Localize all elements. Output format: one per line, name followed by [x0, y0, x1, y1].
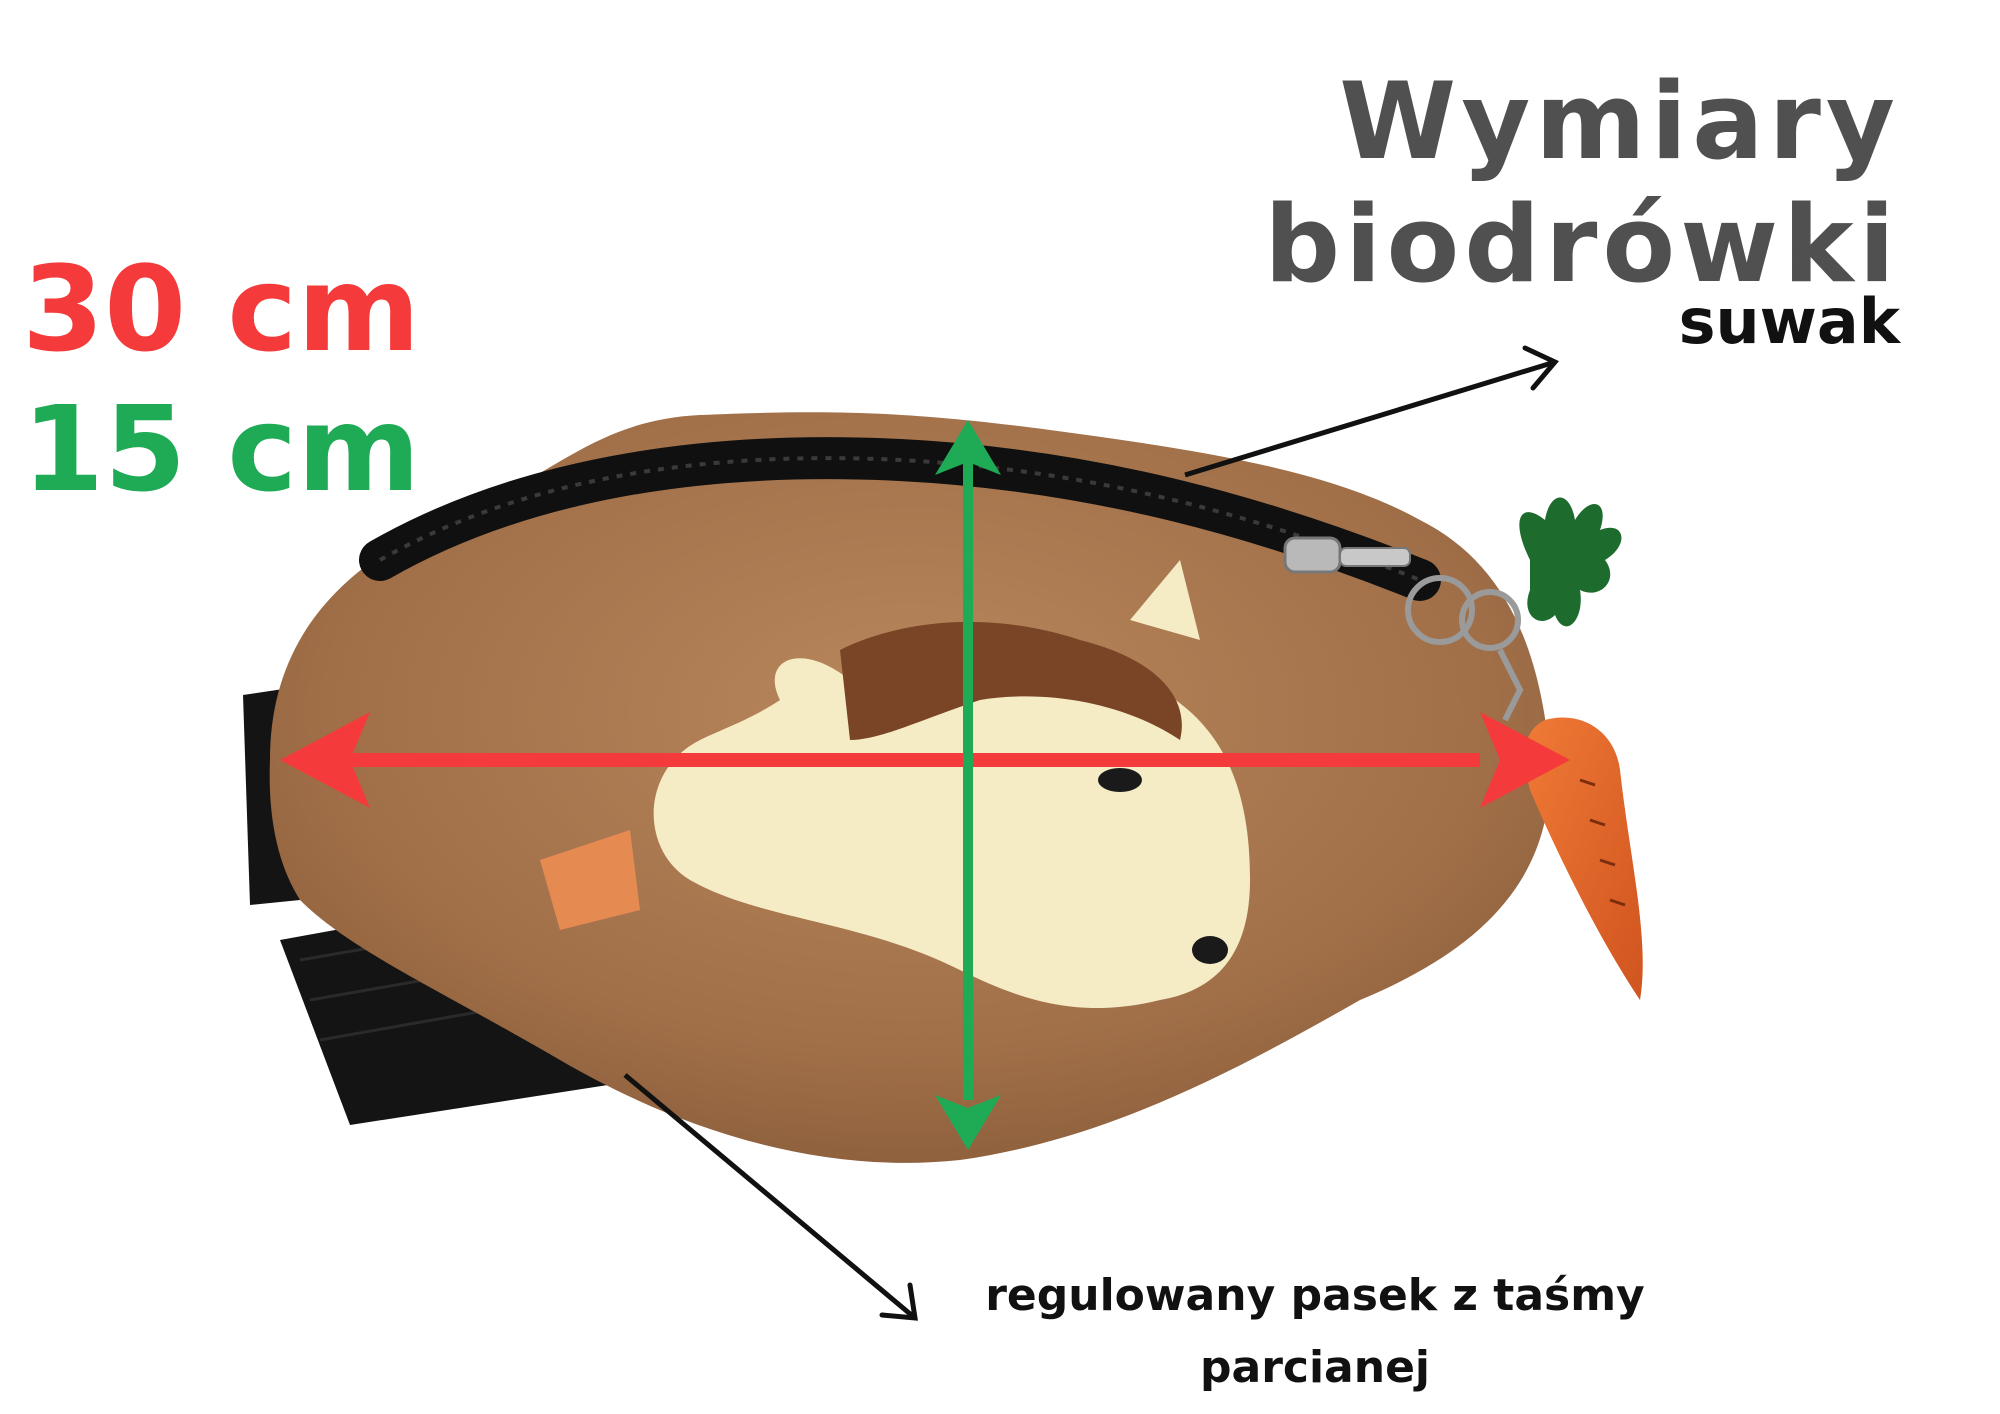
width-dimension-label: 30 cm	[22, 240, 421, 378]
zipper-label: suwak	[1678, 285, 1900, 358]
strap-label: regulowany pasek z taśmy parcianej	[940, 1260, 1690, 1404]
strap-callout-arrow	[623, 1073, 918, 1321]
strap-label-line1: regulowany pasek z taśmy	[985, 1270, 1645, 1321]
height-arrow	[935, 420, 1001, 1150]
carrot-keychain	[1519, 497, 1643, 1000]
horse-applique	[540, 560, 1250, 1009]
height-dimension-label: 15 cm	[22, 380, 421, 518]
zipper	[359, 437, 1524, 722]
page-title: Wymiary biodrówki	[1264, 60, 1900, 306]
width-arrow	[280, 712, 1570, 808]
zipper-callout-arrow	[1184, 345, 1560, 478]
strap-label-line2: parcianej	[1200, 1342, 1430, 1393]
